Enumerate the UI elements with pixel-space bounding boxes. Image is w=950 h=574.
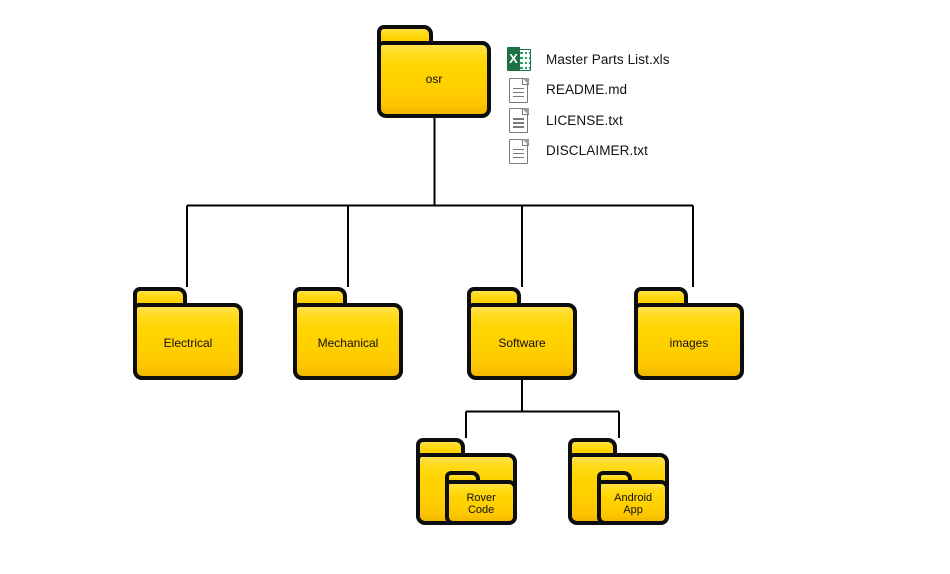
folder-node-rover-code[interactable]: Rover Code: [416, 438, 517, 525]
excel-spreadsheet-icon: X: [506, 46, 532, 72]
folder-label: Electrical: [163, 336, 213, 351]
folder-body-shape: [467, 302, 577, 380]
folder-label: images: [669, 336, 709, 351]
file-row[interactable]: X Master Parts List.xls: [506, 44, 806, 75]
folder-node-electrical[interactable]: Electrical: [133, 287, 243, 380]
folder-icon: images: [634, 287, 744, 380]
file-name-label: DISCLAIMER.txt: [546, 143, 648, 159]
document-icon: [506, 138, 532, 164]
folder-node-android-app[interactable]: Android App: [568, 438, 669, 525]
file-row[interactable]: LICENSE.txt: [506, 105, 806, 136]
folder-body-shape: [377, 40, 491, 118]
folder-body-shape: [597, 480, 669, 525]
file-row[interactable]: DISCLAIMER.txt: [506, 136, 806, 167]
folder-label: Software: [498, 336, 546, 351]
folder-icon: osr: [377, 25, 491, 118]
folder-node-software[interactable]: Software: [467, 287, 577, 380]
folder-body-shape: [133, 302, 243, 380]
root-file-list: X Master Parts List.xls README.md: [506, 44, 806, 166]
folder-icon-inner: Android App: [597, 471, 669, 525]
folder-node-images[interactable]: images: [634, 287, 744, 380]
folder-node-osr[interactable]: osr: [377, 25, 491, 118]
folder-label: osr: [425, 72, 443, 87]
folder-label: Android App: [614, 491, 653, 517]
folder-icon: Mechanical: [293, 287, 403, 380]
folder-node-mechanical[interactable]: Mechanical: [293, 287, 403, 380]
folder-icon-outer: Android App: [568, 438, 669, 525]
folder-body-shape: [445, 480, 517, 525]
file-name-label: LICENSE.txt: [546, 112, 623, 128]
folder-icon-inner: Rover Code: [445, 471, 517, 525]
document-icon: [506, 107, 532, 134]
folder-body-shape: [293, 302, 403, 380]
document-icon: [506, 77, 532, 103]
file-name-label: Master Parts List.xls: [546, 51, 670, 67]
folder-icon: Software: [467, 287, 577, 380]
folder-body-shape: [634, 302, 744, 380]
file-name-label: README.md: [546, 82, 628, 98]
folder-label: Mechanical: [317, 336, 379, 351]
folder-label: Rover Code: [466, 491, 496, 517]
file-row[interactable]: README.md: [506, 75, 806, 106]
folder-icon-outer: Rover Code: [416, 438, 517, 525]
folder-icon: Electrical: [133, 287, 243, 380]
